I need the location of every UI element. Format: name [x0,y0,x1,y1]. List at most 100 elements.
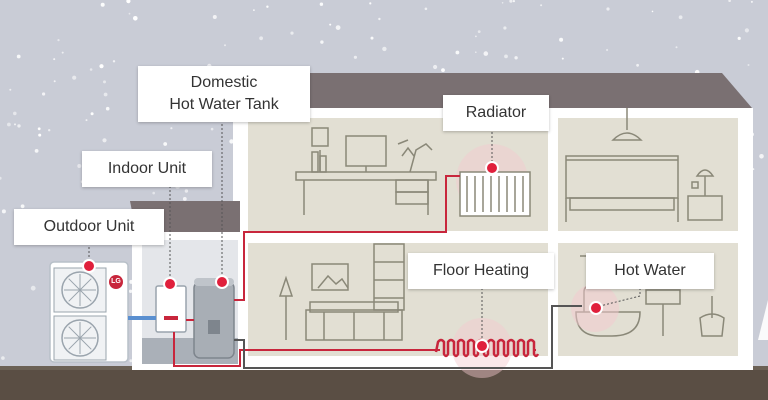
outdoor-unit-device [49,261,129,363]
snowflake [0,176,2,180]
snowflake [229,139,234,144]
snowflake [57,39,60,42]
snowflake [163,142,168,146]
snowflake [512,0,516,3]
snowflake [606,48,609,52]
fan-blade [79,289,92,302]
fan-blade [68,278,81,291]
snowflake [152,191,155,195]
leader-lines [88,120,641,344]
snowflake [38,133,42,137]
snowflake [433,64,438,70]
fan-blade [68,326,81,339]
fan-blade [79,278,92,291]
label-indoor-unit-text: Indoor Unit [107,160,187,177]
bedroom-furniture [565,108,723,222]
label-outdoor-unit[interactable]: Outdoor Unit [14,209,164,245]
label-indoor-unit[interactable]: Indoor Unit [82,151,212,187]
snowflake [210,127,214,131]
snowflake [89,68,93,71]
snowflake [353,55,357,59]
snowflake [53,80,56,83]
hotspot-floor-heating [475,339,489,353]
snowflake [6,122,11,127]
snowflake [34,149,39,153]
snowflake [1,209,6,214]
snowflake [441,68,445,72]
snowflake [750,0,753,3]
lg-logo-icon [109,275,123,289]
ground [0,368,768,400]
pipework [128,175,582,369]
living-furniture [278,243,405,341]
snowflake [509,0,513,3]
snowflake [112,60,116,63]
snowflake [105,106,110,111]
snowflake [514,56,518,60]
snowflake [72,75,77,80]
fan-blade [68,289,81,302]
snowflake [1,356,5,360]
snowflake [182,197,187,201]
hotspots [82,161,603,353]
snowflake [212,15,217,19]
snowflake [636,63,639,67]
snowflake [477,30,481,33]
snowflake [561,57,564,60]
snowflake [424,7,428,11]
snowflake [170,127,173,130]
lg-logo-text: LG [111,278,121,285]
snowflake [61,51,64,54]
snowflake [320,40,324,44]
snowflake [475,51,477,53]
snowflake [14,123,16,126]
snowflake [102,138,107,143]
snowflake [290,31,294,35]
snowflake [678,15,683,20]
snowflake [540,4,543,7]
label-outdoor-unit-text: Outdoor Unit [43,218,135,235]
snowflake [675,46,678,49]
label-floor-heating[interactable]: Floor Heating [408,253,554,289]
fan-blade [79,326,92,339]
snowflake [266,5,269,8]
snowflake [133,15,138,21]
snowflake [335,25,341,30]
snowflake [752,168,755,170]
label-hot-water-tank-line2: Hot Water Tank [169,96,279,113]
hotspot-radiator [485,161,499,175]
snowflake [369,2,372,5]
label-floor-heating-text: Floor Heating [432,262,530,279]
label-radiator[interactable]: Radiator [443,95,549,131]
snowflake [747,64,750,66]
indoor-unit-device [155,285,187,333]
snowflake [737,36,741,41]
snowflake [559,37,564,42]
snowflake [224,44,226,47]
label-hot-water-tank-line1: Domestic [190,74,258,91]
snowflake [42,92,46,96]
snowflake [382,46,387,52]
snowflake [606,7,610,11]
label-hot-water-tank[interactable]: Domestic Hot Water Tank [138,66,310,122]
snowflake [744,28,750,33]
snowflake [455,50,460,55]
snowflake [53,58,56,61]
radiator-unit [456,144,531,217]
snowflake [126,0,131,4]
hotspot-hot-water-tank [215,275,229,289]
snowflake [651,10,654,13]
snowflake [30,285,36,291]
snowflake [319,2,324,6]
snowflake [77,164,82,168]
label-radiator-text: Radiator [465,104,527,121]
snowflake [128,289,133,293]
snowflake [20,204,25,209]
label-hot-water[interactable]: Hot Water [586,253,714,289]
snowflake [103,92,108,97]
snowflake [103,80,106,84]
hotspot-hot-water [589,301,603,315]
snowflake [37,127,41,131]
